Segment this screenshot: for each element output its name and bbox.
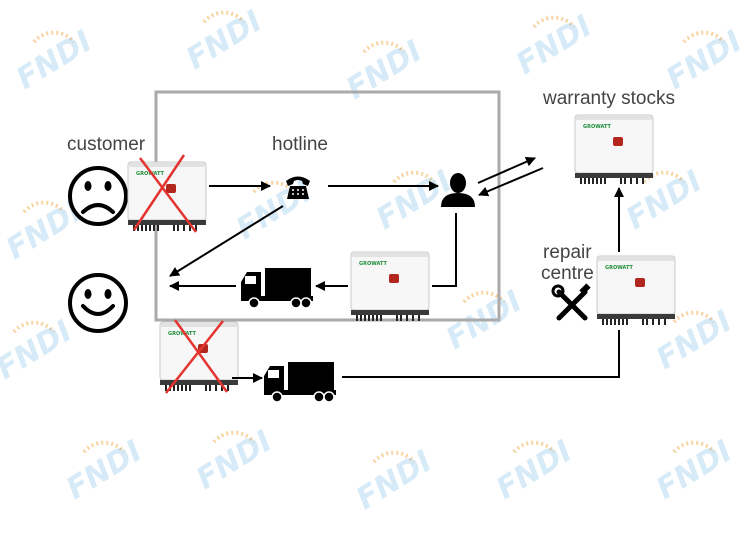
arrow-hotline-to-customer: [169, 205, 284, 277]
label-warranty-stocks: warranty stocks: [542, 88, 675, 109]
connector-agent-to-inverter: [432, 213, 457, 287]
connector-truck-to-repair: [342, 330, 620, 378]
warranty-stock-inverter: [574, 114, 654, 185]
replacement-inverter: [350, 251, 430, 322]
truck-icon: [240, 267, 314, 309]
repair-centre-inverter: [596, 255, 676, 326]
telephone-icon: [286, 176, 310, 199]
label-repair: repair: [543, 242, 592, 263]
arrow-stocks-to-agent: [478, 167, 544, 197]
faulty-inverter-customer: [127, 154, 207, 233]
faulty-inverter-returned: [159, 319, 239, 394]
happy-face-icon: [68, 273, 128, 333]
red-cross-icon: [165, 319, 229, 394]
sad-face-icon: [68, 166, 128, 226]
flow-connectors: [169, 157, 624, 383]
label-customer: customer: [67, 134, 146, 155]
wrench-hammer-icon: [551, 283, 591, 321]
red-cross-icon: [132, 154, 197, 233]
arrow-agent-to-stocks: [477, 157, 536, 184]
person-icon: [441, 173, 475, 207]
label-centre: centre: [541, 263, 594, 284]
label-hotline: hotline: [272, 134, 328, 155]
truck-icon: [263, 361, 337, 403]
